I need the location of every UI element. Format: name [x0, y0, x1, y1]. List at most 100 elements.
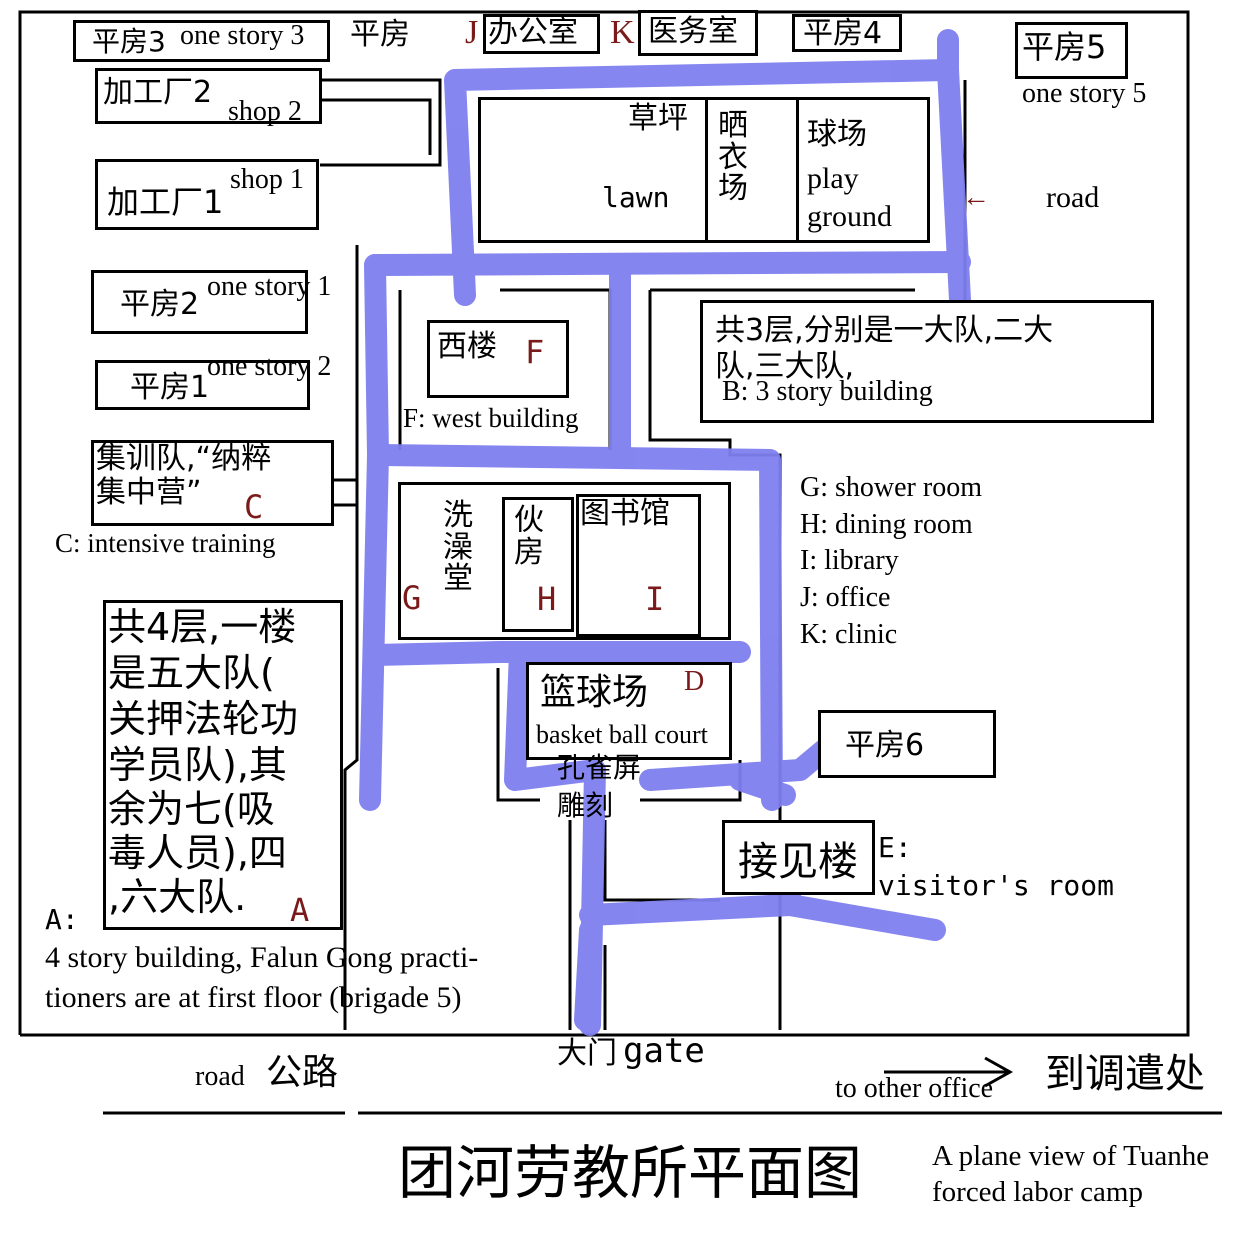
label-house2-en: one story 1 [207, 271, 332, 302]
shop-connector-2 [320, 98, 432, 155]
building-visitor [722, 820, 875, 895]
label-lawn-zh: 草坪 [628, 101, 688, 136]
label-peacock-zh: 孔雀屏 [557, 751, 642, 784]
label-road-bottom-zh: 公路 [266, 1052, 339, 1093]
legend-g: G: shower room [800, 472, 982, 503]
building-house5 [1015, 22, 1128, 79]
label-playground-en2: ground [807, 200, 892, 233]
label-playground-zh: 球场 [807, 117, 867, 152]
label-house5-zh: 平房5 [1022, 28, 1107, 66]
label-visitor-zh: 接见楼 [738, 839, 858, 885]
label-road-bottom-en: road [195, 1061, 245, 1092]
blue-road-middle [364, 251, 971, 276]
blue-road-north [444, 29, 959, 306]
building-shop1 [95, 159, 319, 230]
label-abldg-en2: tioners are at first floor (brigade 5) [45, 981, 462, 1014]
blue-road-cross [367, 444, 783, 811]
building-a [103, 600, 343, 930]
blue-road-court-w [504, 641, 606, 1036]
label-abldg-zh1: 共4层,一楼 [108, 605, 297, 649]
label-drying-zh: 晒衣场 [718, 108, 748, 206]
building-house2 [91, 270, 308, 334]
label-clinic-zh: 医务室 [648, 14, 738, 49]
label-ctrain-letter: C [244, 488, 264, 526]
label-house3-zh: 平房3 [92, 25, 166, 58]
area-lawn [478, 97, 930, 243]
label-abldg-zh4: 学员队),其 [108, 743, 287, 787]
gate-path-2 [603, 820, 720, 902]
building-c [91, 440, 334, 526]
label-office-zh: 办公室 [488, 15, 578, 50]
label-shop2-en: shop 2 [228, 96, 302, 127]
label-shop1-en: shop 1 [230, 164, 304, 195]
west-lane [343, 245, 359, 1030]
label-road-arrow: ← [962, 182, 990, 213]
blue-road-h6-b [729, 769, 796, 806]
building-house4 [792, 14, 902, 52]
label-clinic-letter: K [610, 14, 635, 51]
label-ctrain-zh1: 集训队,“纳粹 [96, 441, 272, 476]
map-title-zh: 团河劳教所平面图 [398, 1139, 863, 1207]
label-abldg-zh3: 关押法轮功 [108, 697, 299, 741]
map-title-en1: A plane view of Tuanhe [932, 1140, 1210, 1172]
label-shower-zh: 洗澡堂 [443, 498, 473, 596]
label-ctrain-zh2: 集中营” [96, 475, 202, 510]
label-shower-letter: G [402, 579, 422, 617]
label-playground-en1: play [807, 162, 859, 195]
arrow-head [984, 1056, 1014, 1088]
label-abldg-letter: A [290, 891, 310, 929]
building-library [576, 494, 701, 637]
label-bbldg-zh2: 队,三大队, [715, 349, 855, 384]
label-road-right: road [1046, 181, 1100, 214]
area-drying [705, 97, 799, 243]
label-office-letter: J [465, 14, 479, 51]
label-house-plain: 平房 [350, 17, 410, 52]
label-westbldg-letter: F [525, 333, 545, 371]
blue-road-gate-w [574, 919, 601, 1031]
label-visitor-en2: visitor's room [878, 869, 1115, 902]
label-court-en: basket ball court [536, 720, 708, 749]
label-shop1-zh: 加工厂1 [107, 183, 224, 221]
label-house1-en: one story 2 [207, 351, 332, 382]
building-office [483, 14, 600, 54]
label-dining-letter: H [537, 580, 557, 618]
label-ctrain-en: C: intensive training [55, 528, 276, 558]
shop-connector [320, 78, 442, 167]
label-house1-zh: 平房1 [130, 370, 210, 405]
label-court-zh: 篮球场 [540, 672, 649, 713]
label-library-zh: 图书馆 [580, 496, 670, 531]
blue-road-south [367, 641, 751, 666]
building-clinic [638, 10, 758, 56]
label-abldg-zh2: 是五大队( [108, 651, 275, 695]
label-house3-en: one story 3 [180, 20, 305, 51]
legend-j: J: office [800, 582, 891, 613]
label-court-letter: D [684, 666, 705, 697]
label-abldg-zh6: 毒人员),四 [108, 831, 287, 875]
legend-k: K: clinic [800, 619, 898, 650]
building-shop2 [95, 68, 322, 124]
building-house1 [95, 360, 310, 410]
label-abldg-en0: A: [45, 903, 79, 936]
label-house2-zh: 平房2 [120, 287, 200, 322]
label-carving-zh: 雕刻 [557, 789, 614, 822]
label-gate-zh: 大门 [557, 1036, 617, 1071]
blue-road-gate-e [579, 894, 946, 941]
blue-road-west [359, 254, 389, 811]
legend-h: H: dining room [800, 509, 973, 540]
legend-i: I: library [800, 545, 899, 576]
label-abldg-zh7: ,六大队. [108, 875, 247, 919]
label-westbldg-en: F: west building [403, 403, 579, 433]
label-house4-zh: 平房4 [803, 16, 883, 51]
label-abldg-zh5: 余为七(吸 [108, 787, 275, 831]
map-title-en2: forced labor camp [932, 1176, 1143, 1208]
label-abldg-en1: 4 story building, Falun Gong practi- [45, 941, 479, 974]
building-dining [502, 497, 574, 632]
building-west [427, 320, 569, 398]
building-b [700, 300, 1154, 423]
label-bbldg-zh1: 共3层,分别是一大队,二大 [715, 313, 1054, 348]
building-house3 [73, 20, 330, 62]
court-lane [496, 668, 540, 802]
label-bbldg-en: B: 3 story building [722, 376, 933, 407]
label-gate-en: gate [623, 1031, 705, 1071]
